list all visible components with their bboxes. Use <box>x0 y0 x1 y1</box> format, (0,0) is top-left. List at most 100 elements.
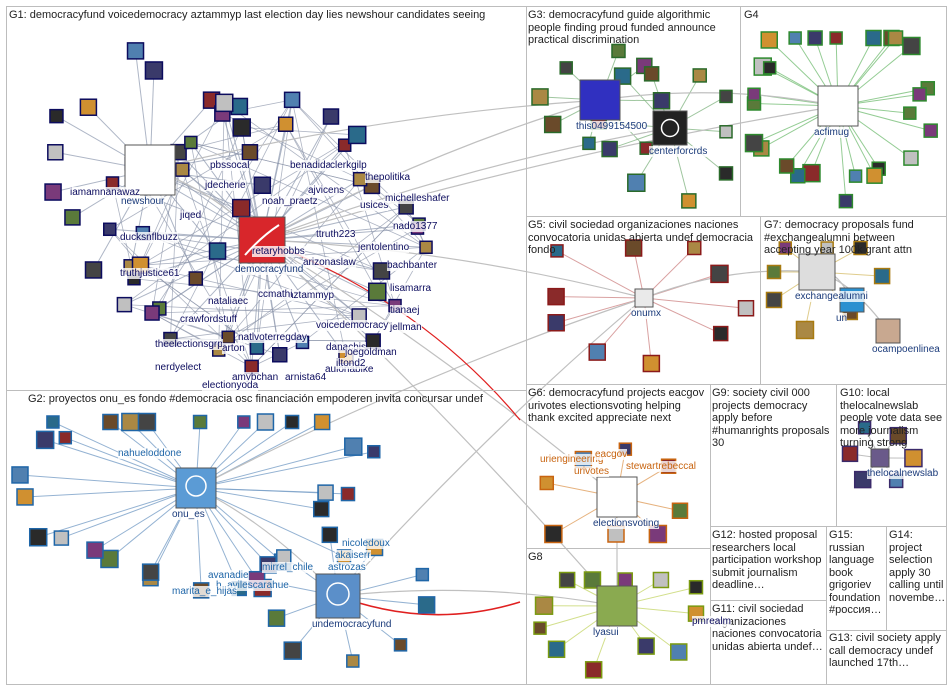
user-node[interactable] <box>778 241 793 255</box>
user-node[interactable] <box>904 448 923 468</box>
user-node[interactable] <box>643 66 660 82</box>
user-node[interactable] <box>688 579 704 595</box>
user-node[interactable] <box>766 264 782 280</box>
user-node[interactable] <box>547 314 565 332</box>
user-node[interactable] <box>214 93 234 113</box>
user-node[interactable] <box>368 282 387 302</box>
user-node[interactable] <box>175 162 190 177</box>
hub-node-centerforcrds[interactable] <box>652 110 688 146</box>
user-node[interactable] <box>16 488 34 506</box>
user-node[interactable] <box>144 305 160 321</box>
user-node[interactable] <box>582 136 596 151</box>
user-node[interactable] <box>232 118 251 137</box>
user-node[interactable] <box>47 144 64 161</box>
user-node[interactable] <box>58 430 73 445</box>
user-node[interactable] <box>841 445 859 463</box>
user-node[interactable] <box>627 173 646 193</box>
user-node[interactable] <box>46 415 60 429</box>
user-node[interactable] <box>272 347 288 363</box>
user-node[interactable] <box>559 61 573 75</box>
user-node[interactable] <box>284 414 300 430</box>
user-node[interactable] <box>865 29 882 47</box>
user-node[interactable] <box>230 97 249 116</box>
user-node[interactable] <box>283 641 302 660</box>
user-node[interactable] <box>322 108 340 125</box>
user-node[interactable] <box>79 98 98 116</box>
user-node[interactable] <box>887 30 904 46</box>
user-node[interactable] <box>624 239 643 257</box>
user-node[interactable] <box>141 563 160 581</box>
user-node[interactable] <box>550 244 564 258</box>
user-node[interactable] <box>188 271 204 286</box>
user-node[interactable] <box>313 413 331 431</box>
user-node[interactable] <box>857 420 872 435</box>
user-node[interactable] <box>367 444 381 459</box>
user-node[interactable] <box>337 138 352 152</box>
hub-node-newshour[interactable] <box>124 144 176 196</box>
user-node[interactable] <box>544 524 563 544</box>
user-node[interactable] <box>11 466 29 484</box>
user-node[interactable] <box>903 150 919 166</box>
user-node[interactable] <box>221 330 235 345</box>
user-node[interactable] <box>637 637 655 655</box>
user-node[interactable] <box>277 116 294 132</box>
user-node[interactable] <box>692 68 707 83</box>
user-node[interactable] <box>192 414 208 430</box>
user-node[interactable] <box>912 87 927 102</box>
user-node[interactable] <box>558 571 576 589</box>
user-node[interactable] <box>652 571 670 589</box>
user-node[interactable] <box>312 500 330 518</box>
user-node[interactable] <box>873 267 891 285</box>
user-node[interactable] <box>340 486 356 502</box>
user-node[interactable] <box>28 527 48 547</box>
user-node[interactable] <box>102 413 119 431</box>
user-node[interactable] <box>393 638 408 652</box>
user-node[interactable] <box>788 31 802 45</box>
user-node[interactable] <box>889 426 908 445</box>
user-node[interactable] <box>642 354 661 373</box>
hub-node-electionsvoting[interactable] <box>596 476 638 518</box>
user-node[interactable] <box>415 567 430 582</box>
hub-node-thelocalnewslab[interactable] <box>870 448 890 468</box>
user-node[interactable] <box>710 264 729 284</box>
hub-node-this[interactable] <box>579 79 621 121</box>
user-node[interactable] <box>231 198 251 218</box>
user-node[interactable] <box>737 299 755 317</box>
user-node[interactable] <box>241 144 259 161</box>
hub-node-ocampoenlinea[interactable] <box>875 318 901 344</box>
user-node[interactable] <box>249 340 265 355</box>
user-node[interactable] <box>267 609 286 627</box>
user-node[interactable] <box>802 163 821 183</box>
user-node[interactable] <box>100 549 119 569</box>
user-node[interactable] <box>760 31 778 49</box>
user-node[interactable] <box>807 30 823 46</box>
user-node[interactable] <box>848 169 863 183</box>
user-node[interactable] <box>184 135 198 150</box>
user-node[interactable] <box>671 502 689 520</box>
hub-node-onu_es[interactable] <box>175 467 217 509</box>
user-node[interactable] <box>35 430 55 450</box>
user-node[interactable] <box>137 412 157 432</box>
user-node[interactable] <box>126 42 145 60</box>
user-node[interactable] <box>923 123 938 138</box>
hub-node-acfimug[interactable] <box>817 85 859 127</box>
hub-node-lyasui[interactable] <box>596 585 638 627</box>
user-node[interactable] <box>681 193 697 209</box>
hub-node-onumx[interactable] <box>634 288 654 308</box>
user-node[interactable] <box>617 572 633 588</box>
user-node[interactable] <box>417 596 436 614</box>
user-node[interactable] <box>347 125 367 145</box>
user-node[interactable] <box>719 89 733 104</box>
user-node[interactable] <box>547 287 565 306</box>
user-node[interactable] <box>44 183 62 201</box>
user-node[interactable] <box>64 209 81 226</box>
user-node[interactable] <box>853 470 872 489</box>
user-node[interactable] <box>765 291 783 309</box>
user-node[interactable] <box>237 415 251 429</box>
user-node[interactable] <box>531 88 549 106</box>
user-node[interactable] <box>902 36 921 56</box>
user-node[interactable] <box>121 412 140 432</box>
user-node[interactable] <box>365 333 381 349</box>
user-node[interactable] <box>543 115 562 134</box>
user-node[interactable] <box>584 661 603 679</box>
